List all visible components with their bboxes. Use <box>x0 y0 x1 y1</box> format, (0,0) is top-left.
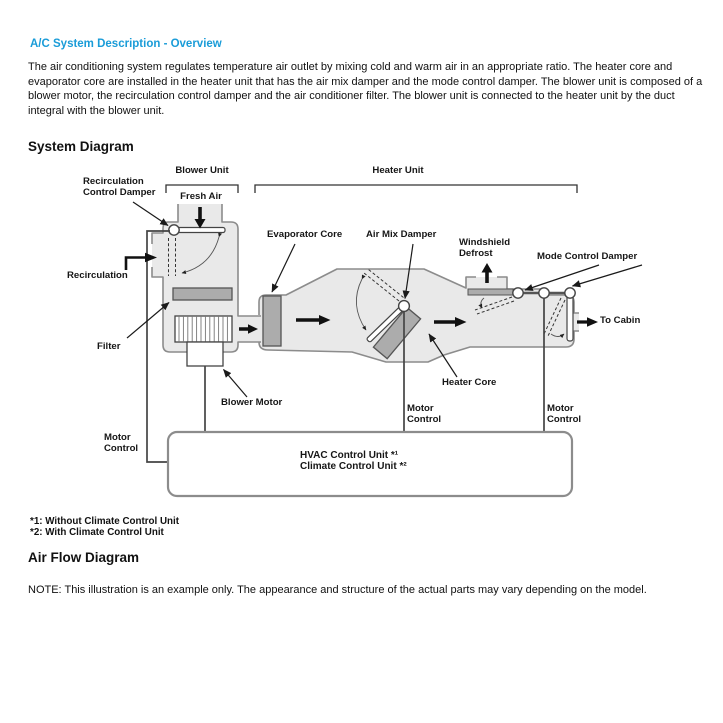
airmix-motion-arc <box>356 274 367 331</box>
pointer-heater-core <box>428 333 458 378</box>
to-cabin-arrow <box>577 317 598 327</box>
pointer-evaporator <box>271 243 296 293</box>
pointer-recirc-damper <box>132 201 169 226</box>
cabin-damper-motion-arrow <box>550 333 565 339</box>
label-evaporator-core: Evaporator Core <box>267 229 343 240</box>
heater-flow-arrow-2 <box>434 317 467 327</box>
defrost-damper-motion-arrow <box>478 297 485 309</box>
label-heater-core: Heater Core <box>442 377 497 388</box>
blower-unit-bracket <box>165 184 239 193</box>
pointer-mode-1 <box>524 264 600 291</box>
mode-damper-pivot-3 <box>564 287 576 299</box>
section-heading-air-flow-diagram: Air Flow Diagram <box>28 550 140 565</box>
note-text: NOTE: This illustration is an example on… <box>28 584 647 596</box>
label-blower-unit: Blower Unit <box>175 165 229 176</box>
recirculation-arrow <box>124 256 146 270</box>
label-mode-control-damper: Mode Control Damper <box>537 251 638 262</box>
defrost-arrow <box>481 263 493 283</box>
recirc-damper-pivot <box>168 224 180 236</box>
defrost-damper-blade <box>467 288 514 296</box>
cabin-filter <box>172 287 233 301</box>
fresh-air-arrow <box>194 207 206 229</box>
label-motor-control-left: Motor Control <box>104 432 139 454</box>
hvac-control-unit-box <box>166 430 574 498</box>
label-motor-control-right: Motor Control <box>547 403 582 425</box>
pointer-airmix <box>402 243 414 300</box>
blower-fan-hatch <box>178 316 228 342</box>
label-air-mix-damper: Air Mix Damper <box>366 229 437 240</box>
airmix-damper-alt-position <box>363 269 404 302</box>
footnote-1: *1: Without Climate Control Unit <box>30 516 180 527</box>
footnote-2: *2: With Climate Control Unit <box>30 526 164 538</box>
label-filter: Filter <box>97 341 121 352</box>
recirc-damper-blade <box>171 226 226 234</box>
section-heading-system-diagram: System Diagram <box>28 139 134 154</box>
pointer-mode-2 <box>571 264 643 288</box>
pointer-filter <box>126 302 170 339</box>
intro-paragraph: The air conditioning system regulates te… <box>28 61 703 117</box>
pointer-blower-motor <box>223 369 248 398</box>
label-hvac-control-unit: HVAC Control Unit *¹ Climate Control Uni… <box>300 450 407 472</box>
heater-flow-arrow-1 <box>296 315 331 325</box>
recirc-damper-alt-position <box>168 238 176 276</box>
label-recirculation-control-damper: Recirculation Control Damper <box>83 176 156 198</box>
label-blower-motor: Blower Motor <box>221 397 283 408</box>
label-fresh-air: Fresh Air <box>180 191 222 202</box>
label-to-cabin: To Cabin <box>600 315 641 326</box>
airmix-damper-pivot <box>397 299 411 313</box>
blower-motor-box <box>186 341 224 367</box>
label-recirculation: Recirculation <box>67 270 128 281</box>
motor-control-wire-left <box>146 230 170 463</box>
recirc-damper-motion-arc <box>181 232 223 275</box>
evaporator-core-part <box>262 295 282 347</box>
heater-unit-body <box>259 269 579 362</box>
mode-damper-pivot-1 <box>512 287 524 299</box>
label-heater-unit: Heater Unit <box>372 165 424 176</box>
cabin-damper-alt-position <box>543 297 566 337</box>
recirculation-arrow-head <box>145 252 157 263</box>
mode-damper-pivot-2 <box>538 287 550 299</box>
label-windshield-defrost: Windshield Defrost <box>459 237 511 259</box>
cabin-damper-blade <box>566 295 574 342</box>
label-motor-control-mid: Motor Control <box>407 403 442 425</box>
heater-unit-bracket <box>254 184 578 193</box>
duct-flow-arrow <box>239 324 258 334</box>
blower-unit-body <box>152 204 261 352</box>
page-title: A/C System Description - Overview <box>30 38 222 50</box>
